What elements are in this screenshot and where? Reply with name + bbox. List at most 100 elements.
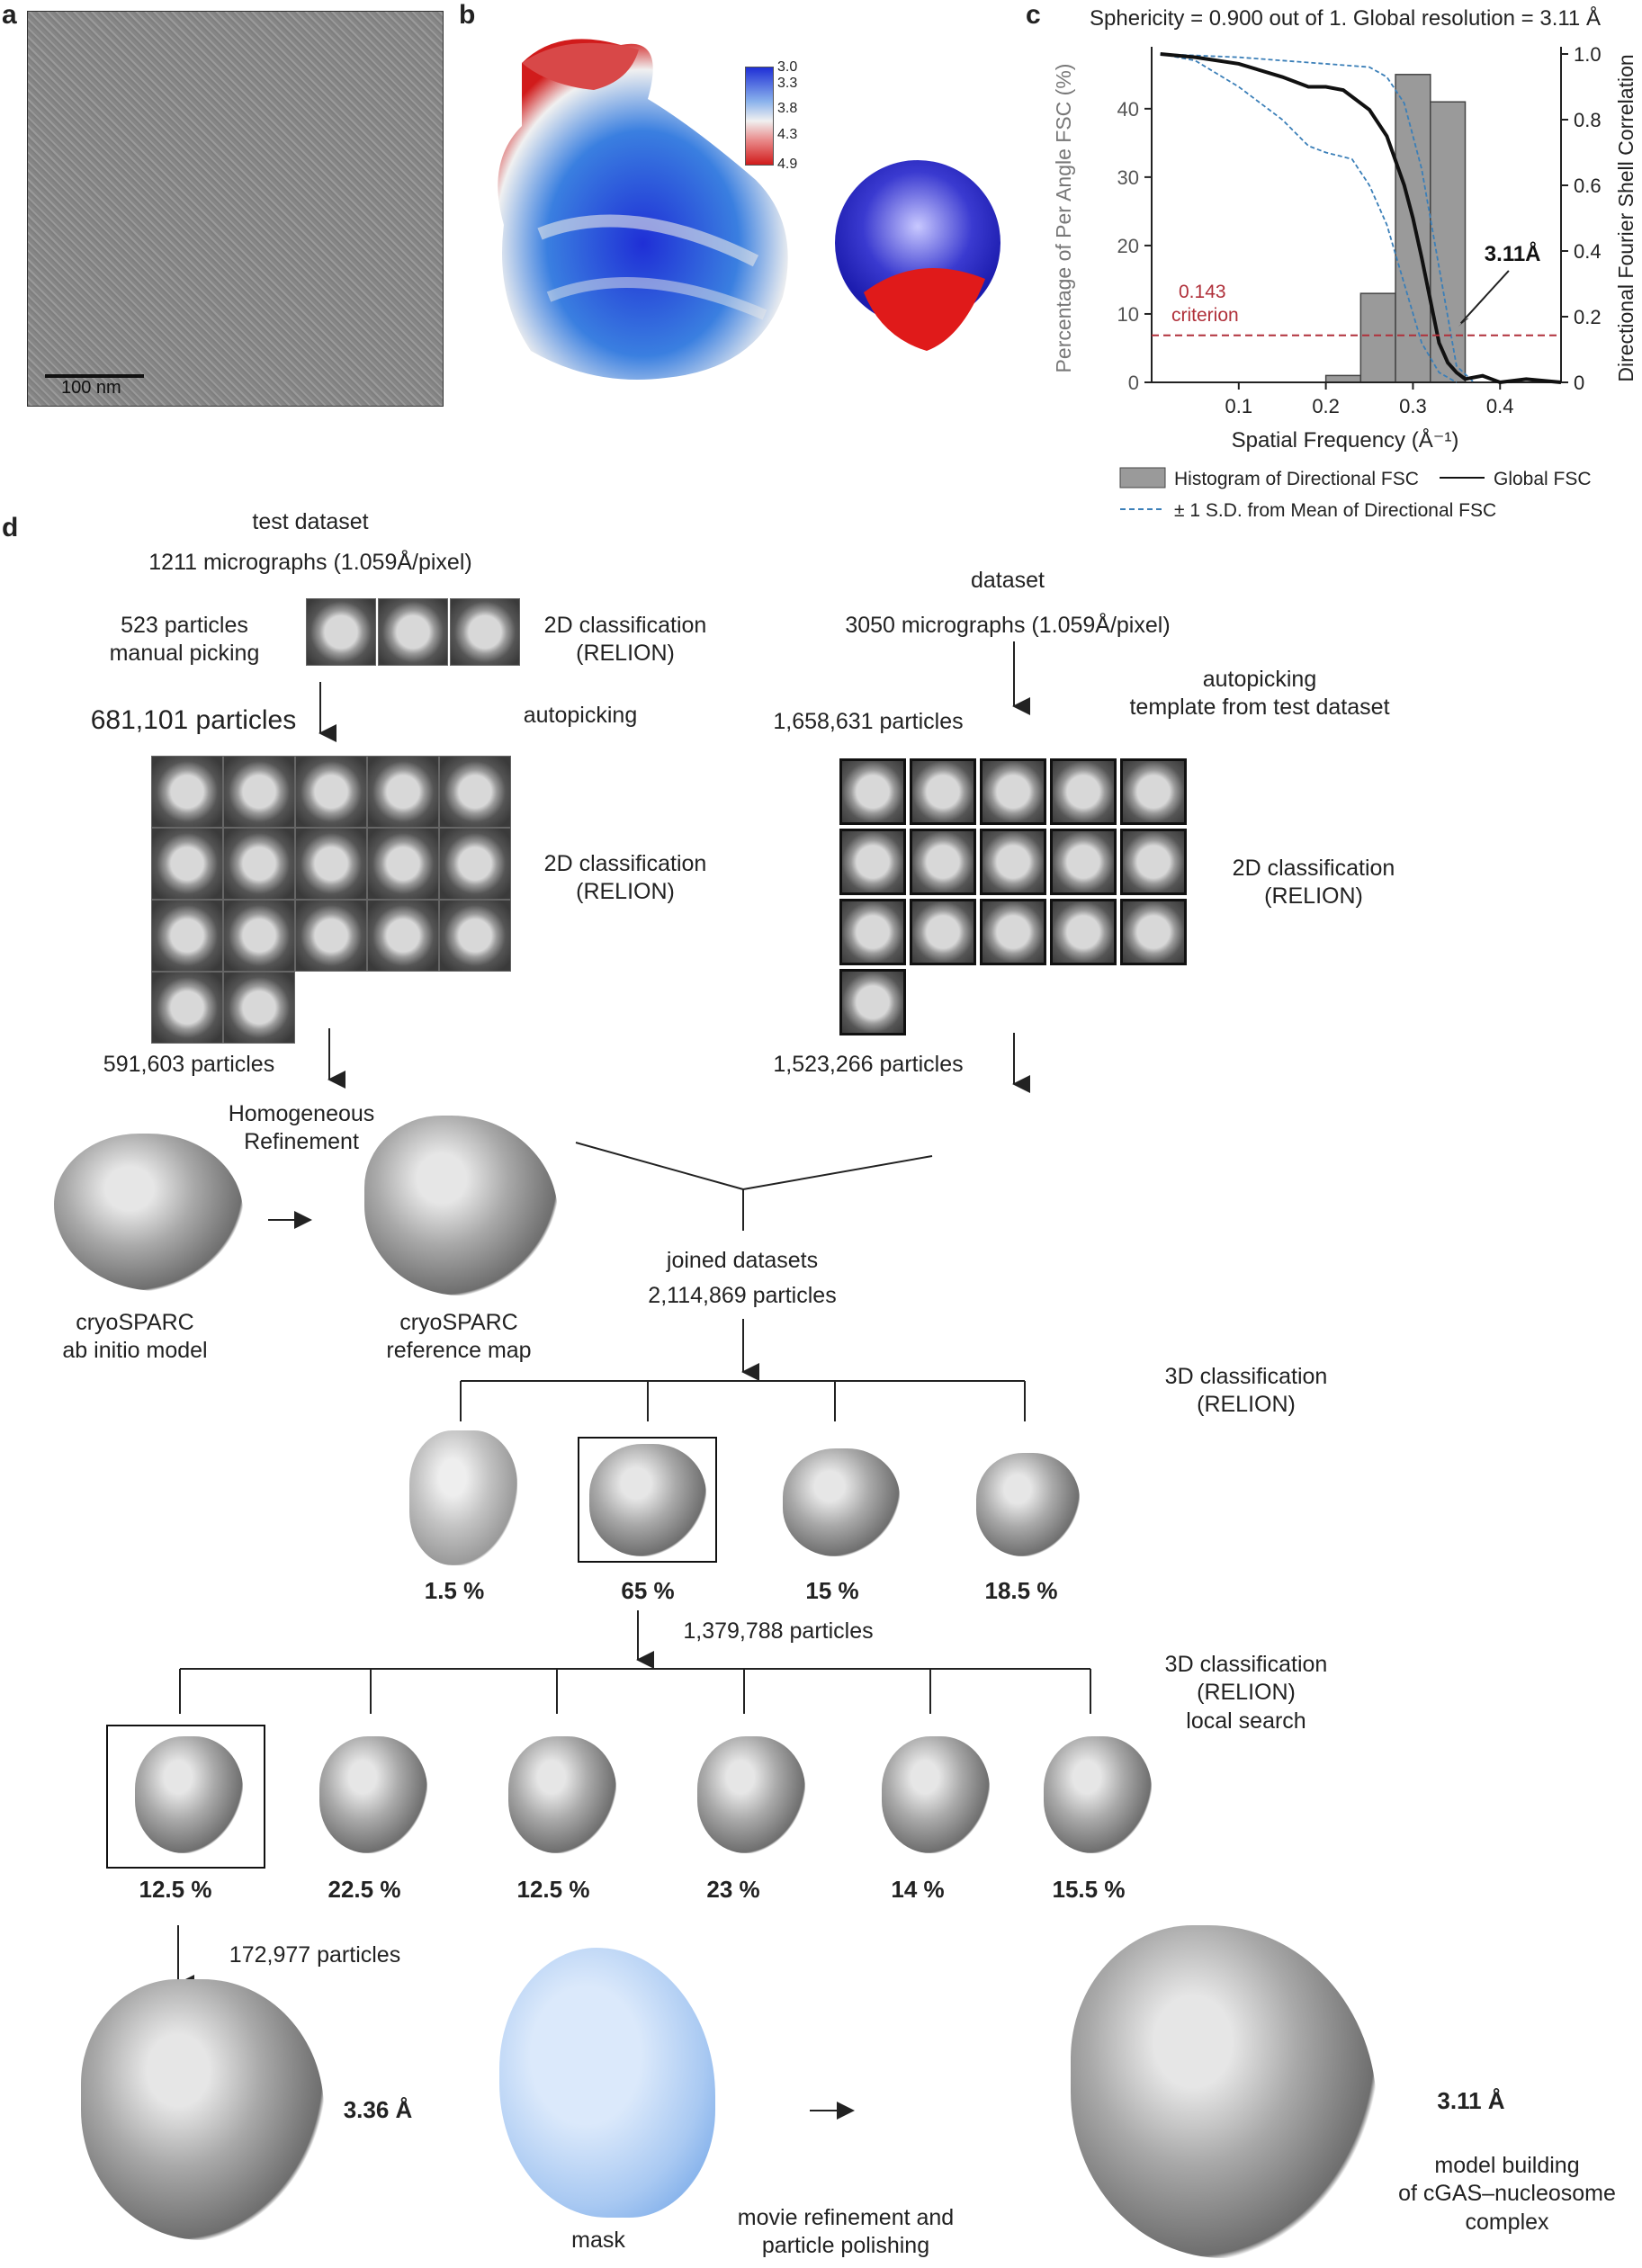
legend-sd-label: ± 1 S.D. from Mean of Directional FSC [1174,500,1496,521]
annotation-arrow-head [1458,318,1469,327]
class3d-4-pct: 18.5 % [984,1577,1058,1604]
colorbar-tick-1: 3.3 [777,76,798,91]
abinitio-map [54,1134,243,1291]
dataset-micrographs-label: 3050 micrographs (1.059Å/pixel) [845,613,1171,638]
twod-classes-grid-left [151,756,511,1044]
sd-lower-line [1160,53,1458,383]
test-dataset-title: test dataset [252,509,369,534]
colorbar-tick-3: 4.3 [777,127,798,142]
local-class-1-pct: 12.5 % [139,1876,212,1903]
class3d-2-pct: 65 % [621,1577,675,1604]
mask-map [499,1948,715,2218]
class3d-1-map [409,1430,517,1565]
joined-count: 2,114,869 particles [648,1283,837,1308]
colorbar-tick-0: 3.0 [777,59,798,75]
threed-label-1: 3D classification (RELION) [1164,1364,1328,1418]
x-axis-label: Spatial Frequency (Å⁻¹) [1232,427,1459,453]
x-tick-label-3: 0.4 [1486,395,1514,417]
intermediate-resolution: 3.36 Å [343,2096,413,2123]
twod-label-left: 2D classification (RELION) [543,851,707,905]
fsc-chart: Sphericity = 0.900 out of 1. Global reso… [1052,5,1638,521]
local-class-2-map [319,1736,427,1853]
y-tick-label-left-4: 40 [1117,98,1139,121]
colorbar-tick-2: 3.8 [777,101,798,116]
local-class-5-map [882,1736,990,1853]
legend-global-label: Global FSC [1494,469,1592,489]
y-axis-label-left: Percentage of Per Angle FSC (%) [1052,64,1075,373]
autopick-count-right: 1,658,631 particles [773,709,964,734]
scale-bar [45,374,144,378]
autopicking-template-label: autopicking template from test dataset [1129,667,1390,721]
dataset-title: dataset [970,568,1045,593]
autopicking-label: autopicking [523,703,638,728]
selected-class-box-1 [578,1437,717,1563]
resolution-annotation: 3.11Å [1485,241,1541,266]
after-count-left: 591,603 particles [103,1052,275,1077]
x-tick-label-2: 0.3 [1399,395,1427,417]
twod-relion-label: 2D classification (RELION) [543,613,707,667]
x-tick-label-0: 0.1 [1225,395,1253,417]
y-tick-label-left-0: 0 [1128,372,1139,394]
model-building-label: model building of cGAS–nucleosome comple… [1398,2153,1616,2235]
class3d-2-map [589,1444,706,1556]
panel-letter-b: b [459,0,476,30]
class3d-3-map [783,1448,900,1556]
test-micrographs-label: 1211 micrographs (1.059Å/pixel) [148,550,472,575]
annotation-arrow-line [1459,270,1510,324]
resolution-colorbar [745,67,774,166]
local-class-3-map [508,1736,616,1853]
panel-letter-c: c [1026,0,1041,30]
refmap-label: cryoSPARC reference map [386,1310,532,1364]
final-count: 172,977 particles [229,1942,401,1968]
final-resolution: 3.11 Å [1437,2087,1505,2114]
local-resolution-map [498,39,788,380]
panel-letter-a: a [2,0,17,30]
local-class-2-pct: 22.5 % [328,1876,401,1903]
y-tick-label-right-5: 1.0 [1574,43,1602,66]
y-tick-label-right-4: 0.8 [1574,109,1602,131]
y-tick-label-right-3: 0.6 [1574,175,1602,197]
abinitio-label: cryoSPARC ab initio model [62,1310,208,1364]
panel-letter-d: d [2,513,19,542]
sd-upper-line [1160,53,1475,383]
scale-bar-label: 100 nm [61,378,121,398]
twod-label-right: 2D classification (RELION) [1232,856,1395,910]
y-tick-label-left-3: 30 [1117,166,1139,189]
y-tick-label-right-1: 0.2 [1574,306,1602,328]
y-tick-label-left-2: 20 [1117,235,1139,257]
colorbar-tick-4: 4.9 [777,157,798,172]
angular-distribution-sphere [835,160,1000,351]
threshold-label-text: criterion [1171,305,1239,326]
polishing-label: movie refinement and particle polishing [737,2205,955,2259]
chart-title: Sphericity = 0.900 out of 1. Global reso… [1090,5,1601,31]
reference-map [364,1116,558,1295]
intermediate-map [81,1979,324,2240]
y-tick-label-left-1: 10 [1117,303,1139,326]
selected-class-box-2 [106,1725,265,1869]
class3d-4-map [976,1453,1080,1556]
local-class-1-map [135,1736,243,1853]
local-class-4-map [697,1736,805,1853]
manual-2d-classes [306,598,522,666]
local-class-3-pct: 12.5 % [516,1876,590,1903]
x-tick-label-1: 0.2 [1312,395,1340,417]
local-class-6-map [1044,1736,1152,1853]
micrograph-image [27,11,444,407]
histogram-bar-2 [1395,74,1431,383]
manual-picking-label: 523 particles manual picking [109,613,260,667]
local-class-6-pct: 15.5 % [1052,1876,1126,1903]
legend-hist-label: Histogram of Directional FSC [1174,469,1419,489]
homogeneous-label: Homogeneous Refinement [228,1101,375,1155]
threed-label-2: 3D classification (RELION) local search [1164,1652,1328,1734]
histogram-bar-1 [1359,292,1396,383]
y-axis-label-right: Directional Fourier Shell Correlation [1614,54,1638,381]
mask-label: mask [571,2228,625,2253]
y-tick-label-right-0: 0 [1574,372,1584,394]
class3d-1-pct: 1.5 % [424,1577,485,1604]
legend-hist-swatch [1119,467,1166,489]
global-fsc-line [1160,52,1562,385]
after-count-right: 1,523,266 particles [773,1052,964,1077]
joined-label: joined datasets [666,1248,819,1273]
local-class-4-pct: 23 % [706,1876,760,1903]
